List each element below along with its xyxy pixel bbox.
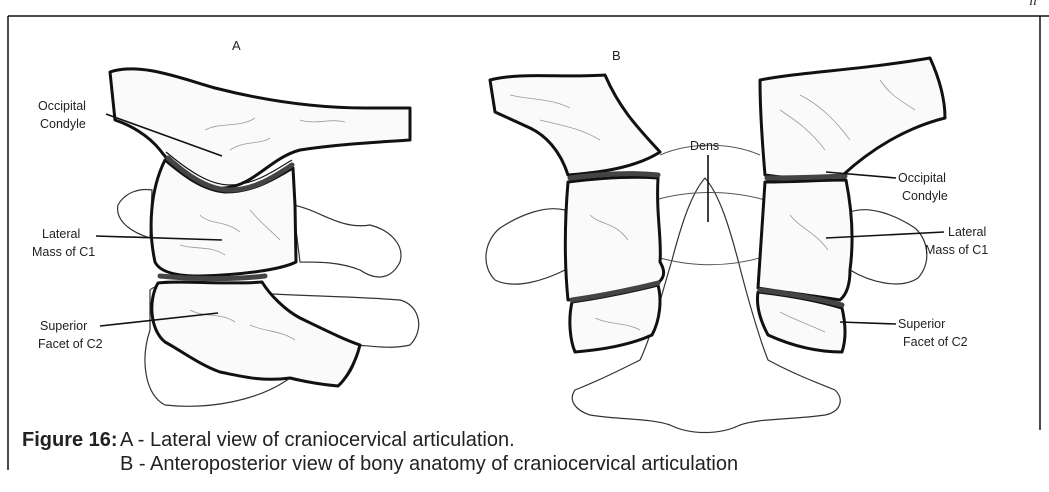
label-a-superior-1: Superior [40, 319, 87, 333]
label-a-superior-2: Facet of C2 [38, 337, 103, 351]
label-a-occipital-2: Condyle [40, 117, 86, 131]
c1-transverse-right [850, 210, 927, 284]
atlanto-occipital-joint-right-ap [767, 176, 845, 178]
label-a-lateral-2: Mass of C1 [32, 245, 95, 259]
caption-text-a: A - Lateral view of craniocervical artic… [120, 429, 515, 451]
caption-lead: Figure 16: [22, 428, 120, 452]
c1-lateral-mass-left-ap [565, 177, 663, 300]
label-b-superior-2: Facet of C2 [903, 335, 968, 349]
panel-b: B Dens Occipital [486, 48, 988, 433]
label-b-lateral-1: Lateral [948, 225, 986, 239]
panel-b-letter: B [612, 48, 621, 63]
label-a-lateral-1: Lateral [42, 227, 80, 241]
label-b-occipital-1: Occipital [898, 171, 946, 185]
label-b-dens: Dens [690, 139, 719, 153]
label-b-lateral-2: Mass of C1 [925, 243, 988, 257]
c1-lateral-mass-right-ap [758, 180, 852, 300]
occipital-bone-right-ap [760, 58, 945, 178]
occipital-bone-lateral [110, 69, 410, 188]
occipital-bone-left-ap [490, 75, 660, 175]
c1-arch-lateral [293, 205, 401, 277]
atlanto-axial-joint-lateral [160, 276, 265, 279]
label-b-superior-1: Superior [898, 317, 945, 331]
label-a-occipital-1: Occipital [38, 99, 86, 113]
c1-transverse-left [486, 209, 565, 284]
panel-a: A Occipital Condyle Lateral Mass of C1 S… [32, 38, 419, 406]
c1-anterior-tubercle [118, 190, 152, 238]
panel-a-letter: A [232, 38, 241, 53]
caption-line-2: B - Anteroposterior view of bony anatomy… [22, 452, 1042, 476]
caption-line-1: Figure 16:A - Lateral view of craniocerv… [22, 428, 1042, 452]
figure-caption: Figure 16:A - Lateral view of craniocerv… [22, 428, 1042, 476]
leader-b-superior [840, 322, 896, 324]
label-b-occipital-2: Condyle [902, 189, 948, 203]
